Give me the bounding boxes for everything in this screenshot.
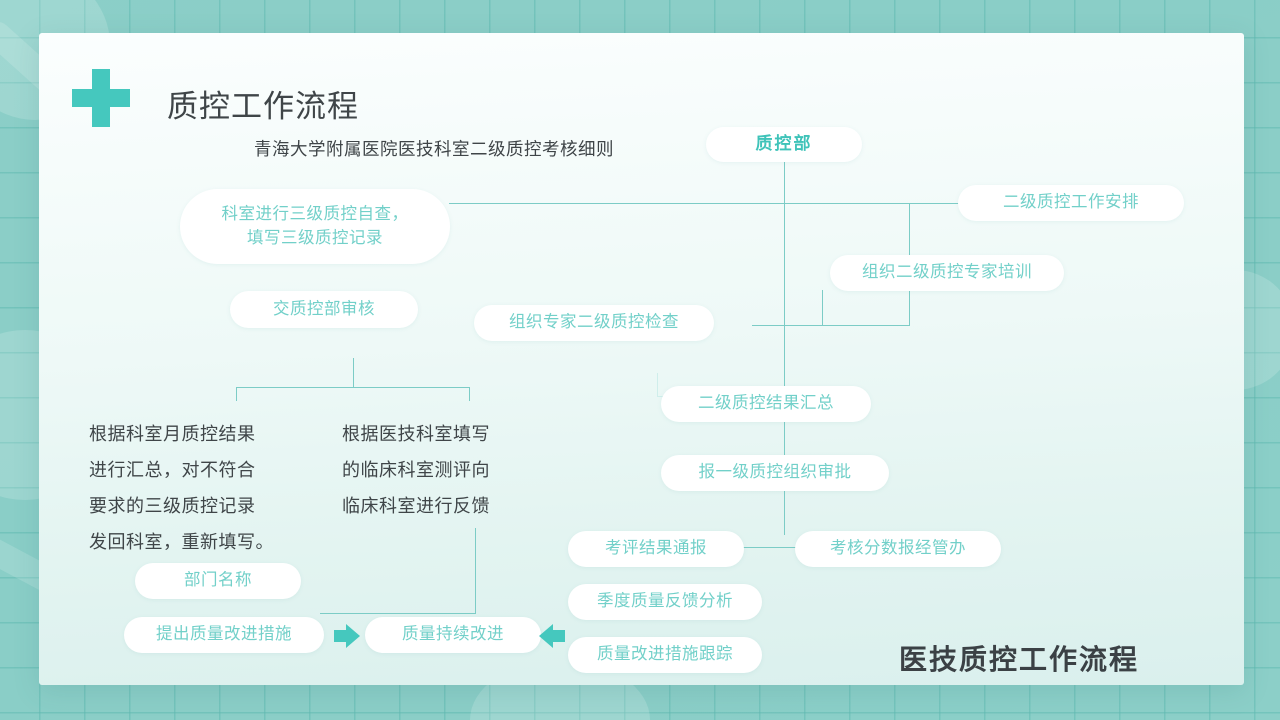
connector-root-to-selfcheck <box>449 203 785 205</box>
paragraph-right-column: 根据医技科室填写 的临床科室测评向 临床科室进行反馈 <box>342 424 490 516</box>
node-level1-approval[interactable]: 报一级质控组织审批 <box>661 455 889 491</box>
node-result-notice[interactable]: 考评结果通报 <box>568 531 744 567</box>
arrow-left-icon <box>537 622 567 650</box>
connector-root-spine <box>784 162 786 535</box>
connector-review-bracket <box>236 387 470 389</box>
medical-cross-icon <box>72 69 130 127</box>
watermark-title: 医技质控工作流程 <box>899 644 1140 675</box>
node-dept-self-check[interactable]: 科室进行三级质控自查， 填写三级质控记录 <box>180 189 450 264</box>
connector-root-to-workplan <box>784 203 959 205</box>
connector-rightpara-down <box>475 528 477 614</box>
connector-workplan-to-training <box>822 325 910 327</box>
connector-training-down <box>909 290 911 325</box>
paragraph-left-column: 根据科室月质控结果 进行汇总，对不符合 要求的三级质控记录 发回科室，重新填写。 <box>89 424 274 552</box>
node-continuous-improve[interactable]: 质量持续改进 <box>365 617 541 653</box>
node-improvement-track[interactable]: 质量改进措施跟踪 <box>568 637 762 673</box>
node-dept-name[interactable]: 部门名称 <box>135 563 301 599</box>
subtitle: 青海大学附属医院医技科室二级质控考核细则 <box>254 139 614 159</box>
connector-rightpara-to-deptname <box>320 613 476 615</box>
node-quarterly-analysis[interactable]: 季度质量反馈分析 <box>568 584 762 620</box>
node-level2-work-plan[interactable]: 二级质控工作安排 <box>958 185 1184 221</box>
node-level2-summary[interactable]: 二级质控结果汇总 <box>661 386 871 422</box>
page-title: 质控工作流程 <box>167 89 359 124</box>
connector-training-to-inspection <box>752 325 822 327</box>
connector-review-down <box>353 358 355 387</box>
connector-review-bracket-right <box>469 387 471 401</box>
node-expert-training[interactable]: 组织二级质控专家培训 <box>830 255 1064 291</box>
connector-review-bracket-left <box>236 387 238 401</box>
node-root-quality-control-dept[interactable]: 质控部 <box>706 127 862 162</box>
connector-inspection-riser <box>822 290 824 326</box>
node-propose-measures[interactable]: 提出质量改进措施 <box>124 617 324 653</box>
slide-card: 质控工作流程 青海大学附属医院医技科室二级质控考核细则 医技质控工作流程 <box>39 33 1244 685</box>
node-expert-inspection[interactable]: 组织专家二级质控检查 <box>474 305 714 341</box>
node-submit-review[interactable]: 交质控部审核 <box>230 291 418 328</box>
node-score-report[interactable]: 考核分数报经管办 <box>795 531 1001 567</box>
connector-inspection-down <box>657 373 659 396</box>
arrow-right-icon <box>332 622 362 650</box>
